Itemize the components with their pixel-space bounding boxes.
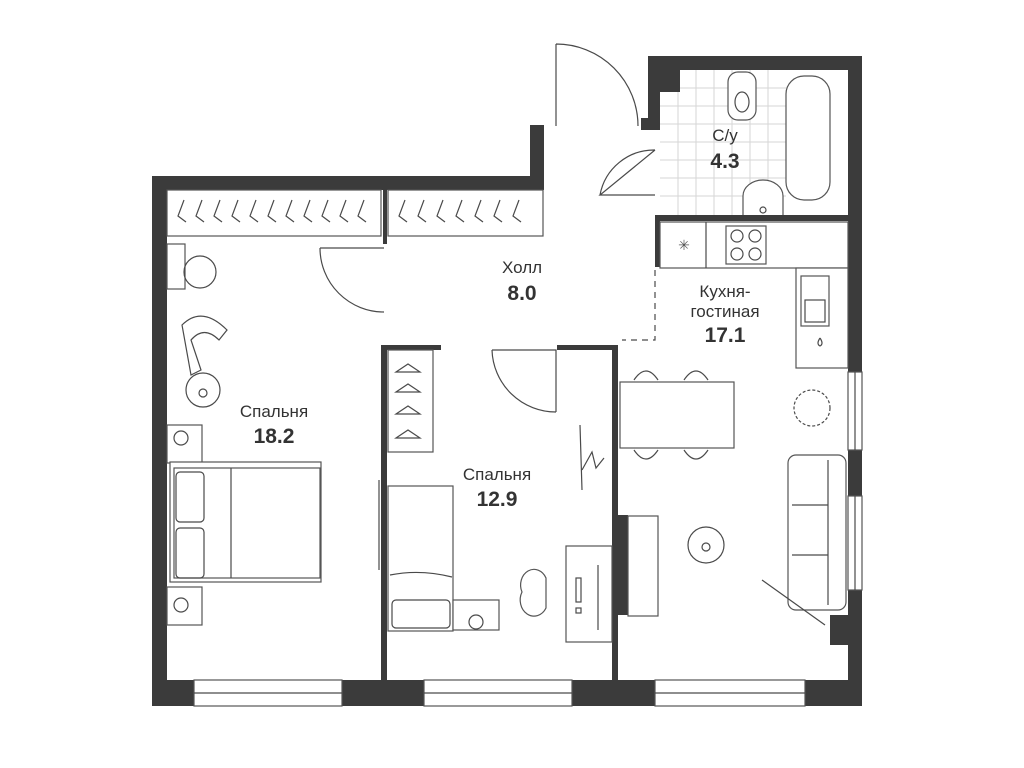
room-name-kitchen-line2: гостиная (690, 302, 760, 321)
bedroom-small-furniture (387, 485, 613, 643)
bathroom-fixtures (727, 71, 831, 215)
bedroom-large-furniture (166, 243, 322, 626)
room-name-hall: Холл (501, 258, 543, 277)
bathroom-tiles (660, 70, 786, 215)
room-area-kitchen: 17.1 (704, 324, 746, 347)
room-name-bedroom-small: Спальня (462, 465, 532, 484)
room-area-bedroom-large: 18.2 (253, 425, 295, 448)
room-name-bathroom: С/у (712, 126, 738, 145)
room-area-bedroom-small: 12.9 (476, 488, 518, 511)
room-area-hall: 8.0 (507, 282, 537, 305)
kitchen-fixtures: ✳ (619, 221, 849, 626)
doors (319, 43, 656, 570)
wardrobe-large (166, 189, 544, 237)
room-name-kitchen-line1: Кухня- (699, 282, 751, 301)
wardrobe-small (387, 349, 434, 453)
svg-text:✳: ✳ (678, 237, 690, 253)
room-name-bedroom-large: Спальня (239, 402, 309, 421)
walls (152, 56, 862, 706)
room-area-bathroom: 4.3 (710, 150, 740, 173)
windows (193, 371, 863, 707)
